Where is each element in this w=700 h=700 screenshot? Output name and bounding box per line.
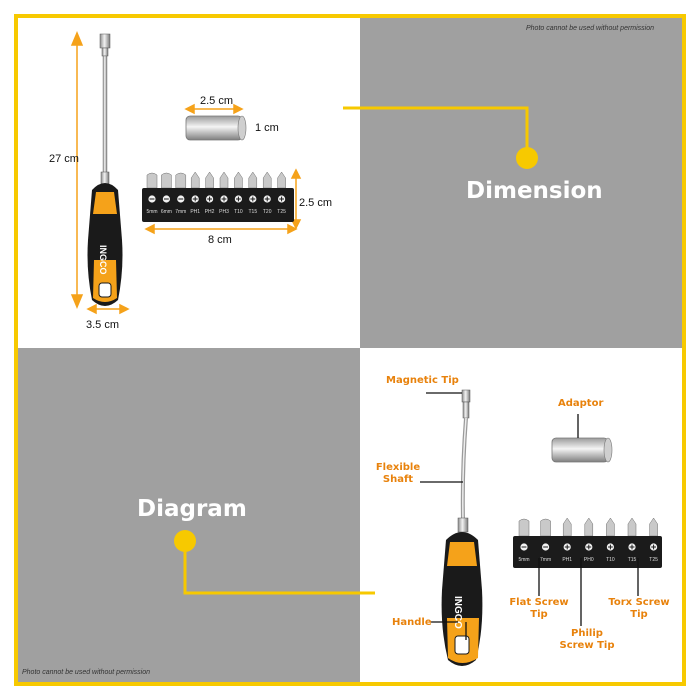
diagram-socket-glyph-3 bbox=[586, 544, 592, 550]
dimension-bit-8 bbox=[262, 171, 272, 189]
gray-panel-top-right bbox=[360, 18, 682, 348]
holder-height-label: 2.5 cm bbox=[299, 197, 333, 209]
diagram-socket-glyph-6 bbox=[651, 544, 656, 550]
length-dimension-arrow bbox=[70, 31, 84, 309]
diagram-connector-dot bbox=[174, 530, 196, 552]
diagram-bit-2 bbox=[562, 517, 572, 537]
diagram-bit-label-0: 5mm bbox=[518, 557, 529, 563]
diagram-panel bbox=[360, 348, 682, 682]
dimension-bit-label-3: PH1 bbox=[190, 209, 200, 215]
torx-tip-callout: Torx Screw Tip bbox=[608, 597, 670, 620]
magnetic-tip-callout: Magnetic Tip bbox=[386, 375, 459, 386]
dimension-bit-9 bbox=[277, 171, 286, 189]
width-dimension-arrow bbox=[86, 303, 130, 315]
length-label: 27 cm bbox=[49, 153, 79, 165]
brand-logo-dimension: INGCO bbox=[98, 245, 108, 275]
handle-callout: Handle bbox=[392, 617, 432, 628]
holder-length-arrow bbox=[144, 223, 298, 235]
dimension-bit-5 bbox=[219, 171, 229, 189]
dimension-bit-6 bbox=[234, 171, 243, 189]
permission-notice-bottom: Photo cannot be used without permission bbox=[22, 669, 151, 676]
diagram-bit-4 bbox=[606, 517, 615, 537]
diagram-bit-6 bbox=[649, 517, 658, 537]
dimension-heading: Dimension bbox=[466, 178, 603, 204]
adaptor-diagram bbox=[551, 437, 613, 463]
holder-height-arrow bbox=[290, 168, 302, 230]
dimension-socket-glyph-9 bbox=[279, 196, 284, 202]
dimension-bit-label-9: T25 bbox=[277, 209, 286, 215]
diagram-bit-label-6: T25 bbox=[649, 557, 658, 563]
dimension-bit-label-4: PH2 bbox=[205, 209, 215, 215]
flat-tip-callout: Flat Screw Tip bbox=[509, 597, 569, 620]
dimension-bit-label-2: 7mm bbox=[175, 209, 186, 215]
dimension-connector bbox=[343, 106, 529, 158]
dimension-bit-label-5: PH3 bbox=[219, 209, 229, 215]
dimension-bit-1 bbox=[161, 172, 172, 189]
callout-lines bbox=[420, 392, 639, 640]
diagram-bit-label-3: PH0 bbox=[584, 557, 594, 563]
dimension-socket-glyph-5 bbox=[221, 196, 227, 202]
philip-tip-callout: Philip Screw Tip bbox=[559, 628, 615, 651]
dimension-socket-glyph-3 bbox=[192, 196, 198, 202]
adaptor-dimension bbox=[185, 115, 247, 141]
diagram-socket-glyph-5 bbox=[629, 544, 635, 550]
diagram-bit-0 bbox=[518, 518, 530, 537]
diagram-socket-glyph-4 bbox=[608, 544, 613, 550]
dimension-bit-4 bbox=[205, 171, 214, 189]
diagram-bit-1 bbox=[540, 518, 551, 537]
dimension-socket-glyph-6 bbox=[236, 196, 241, 202]
dimension-bit-2 bbox=[175, 172, 187, 189]
width-label: 3.5 cm bbox=[86, 319, 120, 331]
bit-holder-diagram: 5mm 7mm PH1 PH0 T10 T15 T25 bbox=[513, 517, 662, 568]
adaptor-callout: Adaptor bbox=[558, 398, 604, 409]
dimension-bit-0 bbox=[146, 172, 158, 189]
flexible-shaft-callout: Flexible Shaft bbox=[375, 462, 421, 485]
adaptor-length-arrow bbox=[184, 103, 244, 115]
dimension-bit-label-6: T10 bbox=[234, 209, 243, 215]
diagram-bit-label-4: T10 bbox=[606, 557, 615, 563]
diagram-heading: Diagram bbox=[137, 496, 247, 522]
diagram-bit-label-5: T15 bbox=[628, 557, 637, 563]
dimension-socket-glyph-7 bbox=[250, 196, 256, 202]
dimension-socket-glyph-4 bbox=[207, 196, 212, 202]
dimension-bit-label-1: 6mm bbox=[161, 209, 172, 215]
dimension-bit-3 bbox=[190, 171, 200, 189]
diagram-connector bbox=[183, 541, 375, 595]
dimension-bit-label-0: 5mm bbox=[146, 209, 157, 215]
dimension-connector-dot bbox=[516, 147, 538, 169]
diagram-bit-5 bbox=[627, 517, 637, 537]
dimension-bit-7 bbox=[248, 171, 258, 189]
adaptor-length-label: 2.5 cm bbox=[200, 95, 234, 107]
brand-logo-diagram: INGCO bbox=[452, 596, 463, 629]
gray-panel-bottom-left bbox=[18, 348, 360, 682]
diagram-bit-label-2: PH1 bbox=[562, 557, 572, 563]
diagram-bit-3 bbox=[584, 517, 594, 537]
dimension-bit-label-7: T15 bbox=[248, 209, 257, 215]
dimension-bit-label-8: T20 bbox=[263, 209, 272, 215]
diagram-socket-glyph-2 bbox=[564, 544, 570, 550]
permission-notice-top: Photo cannot be used without permission bbox=[526, 25, 655, 32]
screwdriver-dimension bbox=[87, 33, 123, 306]
diagram-bit-label-1: 7mm bbox=[540, 557, 551, 563]
adaptor-diameter-label: 1 cm bbox=[255, 122, 279, 134]
dimension-panel bbox=[18, 18, 360, 348]
dimension-socket-glyph-8 bbox=[264, 196, 270, 202]
screwdriver-diagram bbox=[441, 389, 483, 666]
holder-length-label: 8 cm bbox=[208, 234, 232, 246]
